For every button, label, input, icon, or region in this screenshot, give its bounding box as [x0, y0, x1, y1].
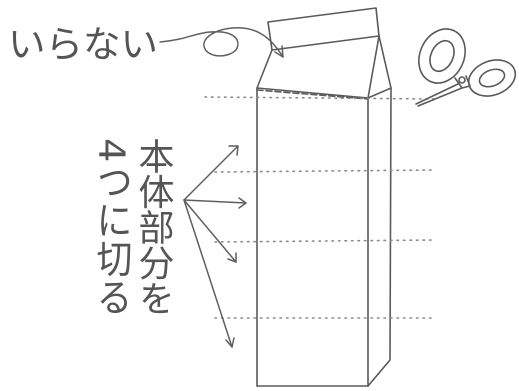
section-arrows: [183, 145, 247, 348]
instruction-text-col2: 4つに切る: [91, 138, 132, 316]
instruction-text-col1: 本体部分を: [133, 138, 174, 316]
cut-line-top: [256, 89, 369, 100]
milk-carton: [256, 7, 392, 387]
discard-label: いらない: [8, 23, 158, 66]
scissors-icon: [415, 28, 517, 107]
cut-guide-lines: [204, 96, 436, 319]
discard-arrow: [159, 27, 284, 58]
